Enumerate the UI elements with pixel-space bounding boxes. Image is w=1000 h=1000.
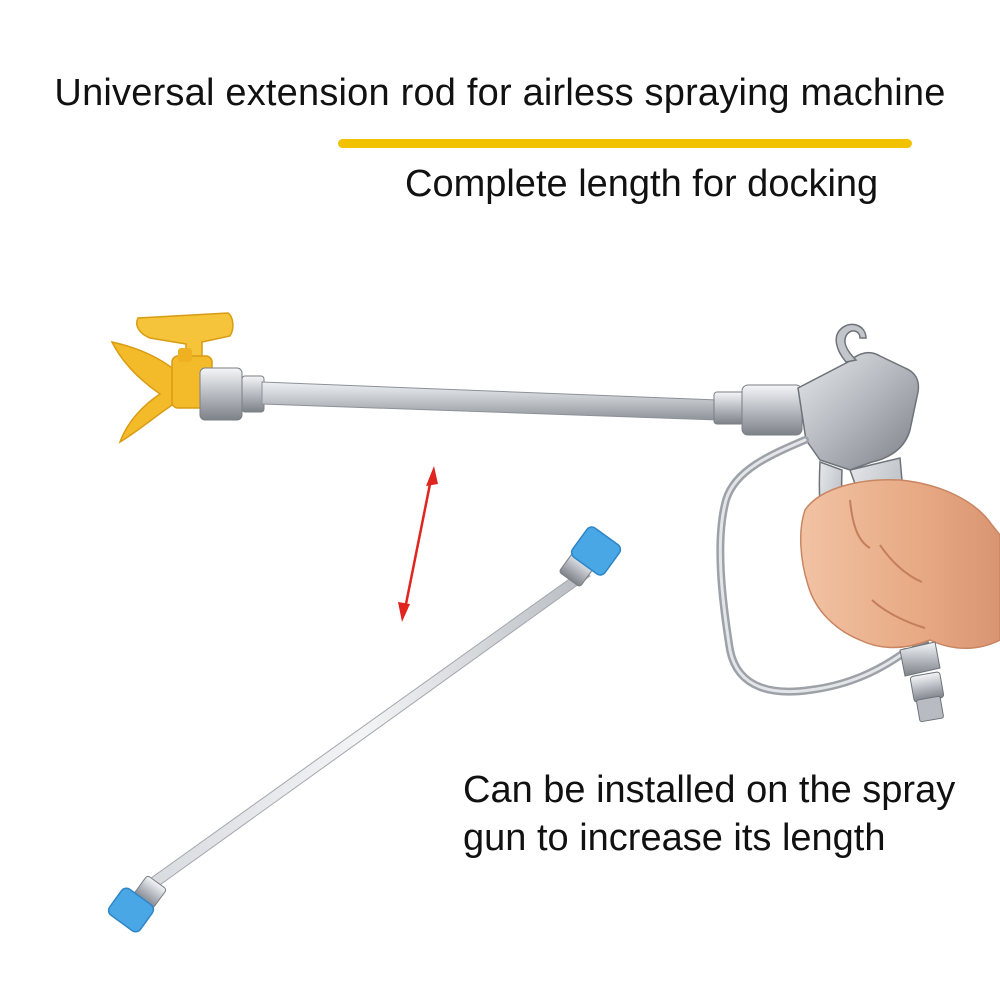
gun-extension-rod xyxy=(261,381,719,421)
extension-rod xyxy=(107,526,622,933)
subheadline: Complete length for docking xyxy=(405,163,879,205)
spray-gun xyxy=(110,312,1000,723)
caption-line-2: gun to increase its length xyxy=(463,817,886,859)
headline: Universal extension rod for airless spra… xyxy=(54,72,946,114)
rod-top-cap xyxy=(570,526,622,576)
front-nut xyxy=(199,367,243,421)
hand xyxy=(799,479,1000,649)
rod-bottom-cap xyxy=(107,887,155,933)
double-headed-arrow-icon xyxy=(398,466,438,622)
accent-bar xyxy=(338,139,912,148)
gun-body xyxy=(797,351,920,471)
gun-hook xyxy=(835,323,867,363)
caption-line-1: Can be installed on the spray xyxy=(463,769,956,811)
caption: Can be installed on the spray gun to inc… xyxy=(463,766,983,862)
